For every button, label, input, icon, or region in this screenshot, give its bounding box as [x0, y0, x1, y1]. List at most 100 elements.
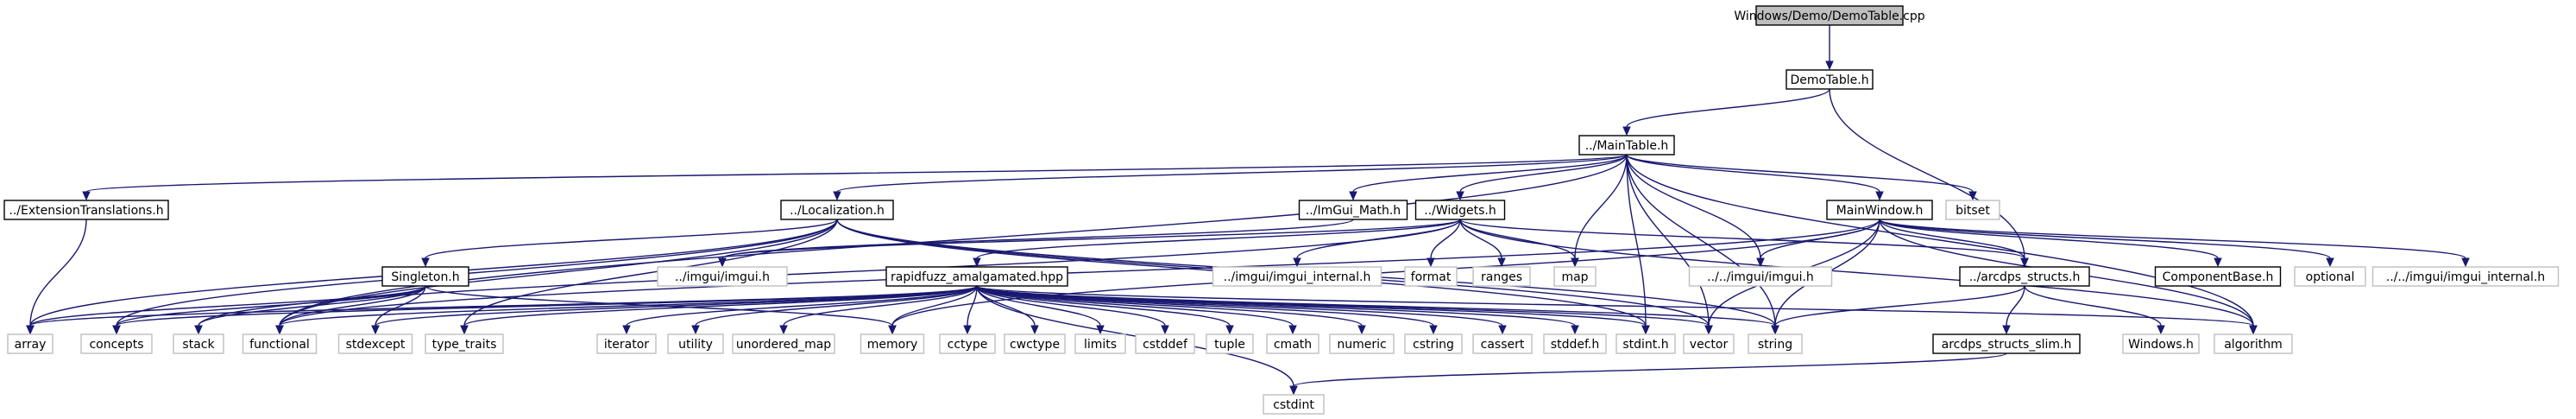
edge-line	[976, 285, 1166, 327]
edge-arrowhead	[691, 325, 700, 335]
node-widgets[interactable]: ../Widgets.h	[1414, 200, 1506, 220]
edge-arrowhead	[1875, 191, 1884, 201]
node-label: numeric	[1337, 338, 1386, 352]
edge-arcdpsstructs-to-arcdpsslim	[2002, 285, 2025, 335]
edge-rapidfuzz-to-tuple	[976, 285, 1234, 335]
node-box	[2154, 266, 2282, 287]
edge-singleton-to-stack	[194, 285, 426, 335]
edge-arrowhead	[1498, 325, 1507, 335]
edge-line	[279, 285, 426, 327]
node-label: arcdps_structs_slim.h	[1942, 338, 2072, 352]
node-label: bitset	[1956, 204, 1990, 218]
edge-line	[1829, 88, 2025, 259]
edge-arrowhead	[421, 257, 430, 268]
edge-demotable-to-arcdpsstructs	[1829, 88, 2029, 268]
edge-line	[1459, 219, 2025, 259]
node-label: memory	[867, 338, 918, 352]
node-rapidfuzz[interactable]: rapidfuzz_amalgamated.hpp	[885, 266, 1068, 287]
node-string: string	[1748, 333, 1803, 354]
node-maintable[interactable]: ../MainTable.h	[1578, 135, 1675, 156]
node-typetraits: type_traits	[425, 333, 504, 354]
edge-line	[976, 285, 1776, 327]
edge-arrowhead	[1497, 257, 1506, 268]
node-box	[1004, 333, 1066, 354]
edge-line	[425, 285, 893, 327]
edge-line	[1459, 219, 1576, 259]
edge-maintable-to-exttrans	[82, 154, 1628, 201]
edge-arrowhead	[2002, 325, 2011, 335]
node-box	[1263, 394, 1325, 415]
node-box	[1688, 266, 1833, 287]
edge-arrowhead	[1622, 126, 1631, 136]
edge-line	[85, 154, 1628, 193]
edge-line	[1459, 219, 2254, 327]
edge-line	[976, 285, 1101, 327]
edge-arrowhead	[26, 325, 35, 335]
node-label: ../../imgui/imgui.h	[1707, 270, 1814, 284]
node-box	[1404, 333, 1463, 354]
edge-line	[626, 285, 978, 327]
node-cmath: cmath	[1266, 333, 1319, 354]
node-localization[interactable]: ../Localization.h	[780, 200, 894, 220]
node-utility: utility	[667, 333, 724, 354]
node-demotable[interactable]: DemoTable.h	[1786, 69, 1874, 90]
edge-line	[976, 285, 1363, 327]
node-box	[860, 333, 925, 354]
edge-arcdpsslim-to-cstdint	[1289, 352, 2007, 396]
node-box	[173, 333, 224, 354]
edge-arcdpsstructs-to-string	[1771, 285, 2025, 335]
node-label: Windows.h	[2128, 338, 2194, 352]
node-box	[425, 333, 504, 354]
edge-arrowhead	[718, 257, 727, 268]
edge-rapidfuzz-to-typetraits	[460, 285, 978, 335]
node-box	[667, 333, 724, 354]
edge-widgets-to-ranges	[1459, 219, 1506, 268]
edge-line	[116, 285, 978, 327]
edge-maintable-to-mainwindow	[1626, 154, 1884, 201]
edge-arrowhead	[371, 325, 380, 335]
node-box	[80, 333, 153, 354]
node-mainwindow[interactable]: MainWindow.h	[1826, 200, 1933, 220]
edge-arrowhead	[779, 325, 788, 335]
node-box	[1472, 266, 1531, 287]
node-box	[1135, 333, 1195, 354]
node-label: ComponentBase.h	[2163, 270, 2274, 284]
edge-maintable-to-imgui2	[1626, 154, 1765, 268]
edge-line	[279, 219, 838, 327]
node-label: DemoTable.h	[1790, 73, 1868, 87]
node-imguiint2: ../../imgui/imgui_internal.h	[2371, 266, 2560, 287]
node-box	[1755, 5, 1904, 26]
node-label: ranges	[1481, 270, 1522, 284]
node-box	[1748, 333, 1803, 354]
edge-line	[1879, 219, 2025, 259]
edge-line	[967, 285, 978, 327]
edge-arrowhead	[460, 325, 469, 335]
edge-line	[1626, 154, 2254, 327]
edge-arrowhead	[622, 325, 631, 335]
edge-rapidfuzz-to-numeric	[976, 285, 1366, 335]
node-componentbase[interactable]: ComponentBase.h	[2154, 266, 2282, 287]
node-cstring: cstring	[1404, 333, 1463, 354]
edge-line	[279, 154, 1628, 327]
node-box	[596, 333, 657, 354]
edge-arrowhead	[1349, 191, 1357, 201]
node-singleton[interactable]: Singleton.h	[381, 266, 469, 287]
edge-arrowhead	[275, 325, 284, 335]
node-algorithm: algorithm	[2214, 333, 2293, 354]
node-label: iterator	[604, 338, 649, 352]
edge-arrowhead	[112, 325, 121, 335]
node-arcdpsslim[interactable]: arcdps_structs_slim.h	[1932, 333, 2081, 354]
node-bitset: bitset	[1945, 200, 2000, 220]
node-label: functional	[249, 338, 310, 352]
node-box	[2122, 333, 2200, 354]
node-imguimath[interactable]: ../ImGui_Math.h	[1298, 200, 1408, 220]
node-label: stdexcept	[346, 338, 406, 352]
node-exttrans[interactable]: ../ExtensionTranslations.h	[3, 200, 169, 220]
node-layer: Windows/Demo/DemoTable.cppDemoTable.h../…	[3, 5, 2560, 415]
edge-arrowhead	[1825, 60, 1834, 71]
edge-line	[198, 219, 1461, 327]
node-box	[1074, 333, 1126, 354]
node-stdinth: stdint.h	[1616, 333, 1676, 354]
edge-line	[116, 285, 426, 327]
node-arcdpsstructs[interactable]: ../arcdps_structs.h	[1959, 266, 2090, 287]
